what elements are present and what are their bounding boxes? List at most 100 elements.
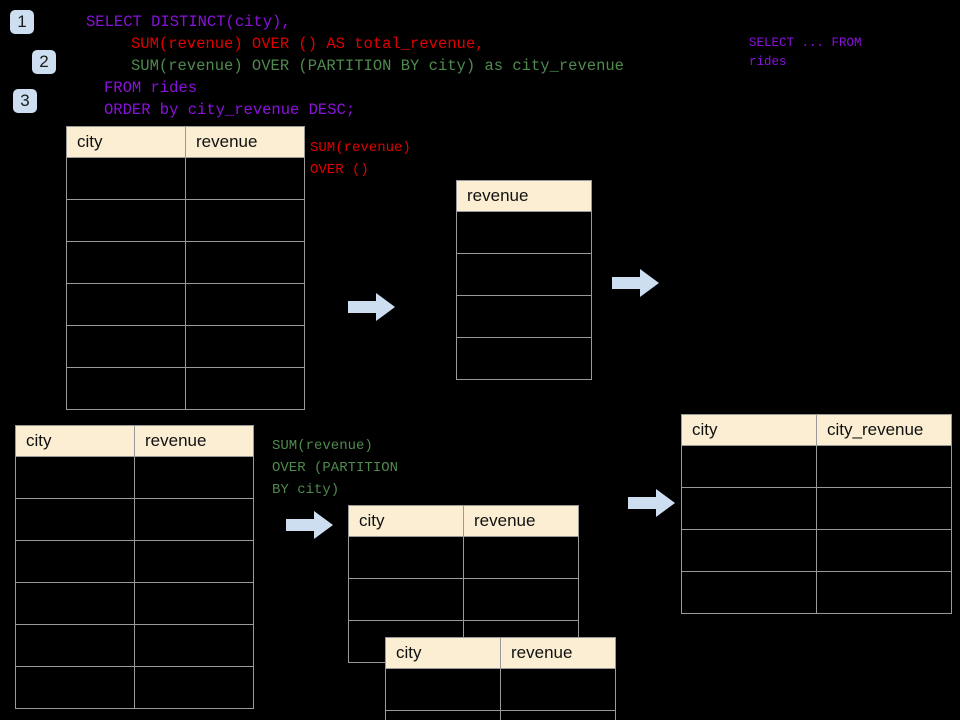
table-cell [681,529,817,572]
arrow-source-to-partition [286,511,333,539]
table-cell [134,666,254,709]
table-header-row: city revenue [66,126,305,158]
table-cell [66,199,186,242]
column-header-city: city [66,126,186,158]
table-cell [681,445,817,488]
table-row [456,211,592,254]
column-header-revenue: revenue [185,126,305,158]
table-cell [463,536,579,579]
table-row [385,710,616,720]
table-cell [66,157,186,200]
table-cell [134,624,254,667]
table-row [456,253,592,296]
column-header-revenue: revenue [134,425,254,457]
table-row [66,199,305,242]
table-row [15,456,254,499]
table-body [681,445,952,614]
table-header-row: city city_revenue [681,414,952,446]
table-cell [134,582,254,625]
table-cell [15,666,135,709]
table-cell [185,199,305,242]
table-cell [15,456,135,499]
table-cell [185,367,305,410]
table-cell [185,325,305,368]
table-row [15,582,254,625]
table-cell [456,295,592,338]
table-cell [456,253,592,296]
table-final-result: city city_revenue [681,414,952,614]
table-header-row: revenue [456,180,592,212]
arrow-total-to-result [612,269,659,297]
table-cell [816,445,952,488]
column-header-revenue: revenue [463,505,579,537]
table-cell [66,241,186,284]
table-row [456,337,592,380]
sql-line-from-rides: FROM rides [104,79,198,97]
table-cell [66,283,186,326]
sql-line-sum-over-partition: SUM(revenue) OVER (PARTITION BY city) as… [131,57,624,75]
table-cell [185,283,305,326]
table-row [681,445,952,488]
annotation-sum-over-partition-line3: BY city) [272,482,340,498]
table-cell [456,337,592,380]
sql-line-sum-over-empty: SUM(revenue) OVER () AS total_revenue, [131,35,485,53]
table-cell [185,157,305,200]
table-cell [15,624,135,667]
table-body [385,668,616,720]
sql-line-select-distinct: SELECT DISTINCT(city), [86,13,291,31]
table-cell [66,325,186,368]
table-row [66,283,305,326]
table-header-row: city revenue [348,505,579,537]
table-rides-source-bottom: city revenue [15,425,254,709]
column-header-city: city [681,414,817,446]
column-header-revenue: revenue [456,180,592,212]
table-cell [385,668,501,711]
table-cell [816,571,952,614]
step-badge-2[interactable]: 2 [32,50,56,74]
table-rides-source-top: city revenue [66,126,305,410]
table-row [681,571,952,614]
table-row [66,367,305,410]
table-header-row: city revenue [385,637,616,669]
step-badge-1[interactable]: 1 [10,10,34,34]
table-row [348,578,579,621]
annotation-sum-over-partition-line2: OVER (PARTITION [272,460,399,476]
sql-line-order-by: ORDER by city_revenue DESC; [104,101,356,119]
table-row [15,498,254,541]
column-header-revenue: revenue [500,637,616,669]
column-header-city-revenue: city_revenue [816,414,952,446]
column-header-city: city [385,637,501,669]
table-cell [463,578,579,621]
table-cell [500,710,616,720]
table-row [15,666,254,709]
table-cell [348,578,464,621]
table-body [15,456,254,709]
table-row [66,325,305,368]
table-cell [15,498,135,541]
table-row [66,241,305,284]
table-row [66,157,305,200]
table-cell [348,536,464,579]
step-badge-3[interactable]: 3 [13,89,37,113]
table-cell [681,487,817,530]
arrow-source-to-total [348,293,395,321]
table-row [15,624,254,667]
table-cell [134,498,254,541]
table-partition-group-front: city revenue [385,637,616,720]
annotation-select-from-line2: rides [749,55,787,69]
table-body [456,211,592,380]
table-cell [816,487,952,530]
table-cell [385,710,501,720]
table-cell [66,367,186,410]
table-cell [134,456,254,499]
table-cell [134,540,254,583]
table-row [681,529,952,572]
table-row [456,295,592,338]
column-header-city: city [348,505,464,537]
table-row [385,668,616,711]
table-cell [816,529,952,572]
table-cell [185,241,305,284]
table-cell [500,668,616,711]
table-row [15,540,254,583]
